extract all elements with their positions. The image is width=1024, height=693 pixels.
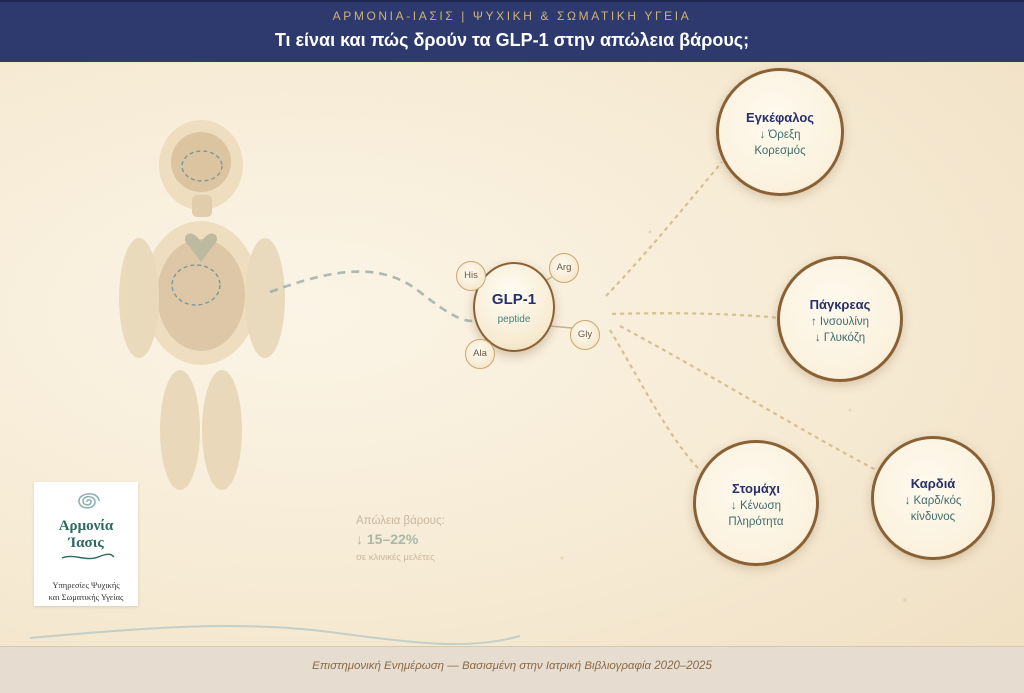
organ-effect-1: ↓ Κένωση bbox=[731, 500, 781, 512]
glp1-subtitle: peptide bbox=[497, 314, 531, 325]
header-bar bbox=[0, 0, 1024, 62]
organ-effect-2: ↓ Γλυκόζη bbox=[814, 332, 866, 344]
amino-acid-his: His bbox=[456, 261, 486, 291]
organ-effect-2: κίνδυνος bbox=[910, 511, 956, 523]
logo-subtitle-line2: και Σωματικής Υγείας bbox=[48, 592, 124, 602]
footer-bar bbox=[0, 646, 1024, 693]
amino-acid-arg: Arg bbox=[549, 253, 579, 283]
body-to-glp1-connector bbox=[269, 270, 479, 323]
bottom-decorative-wave bbox=[29, 625, 521, 646]
brand-logo: Αρμονία Ίασις Υπηρεσίες Ψυχικής και Σωμα… bbox=[34, 482, 138, 606]
logo-wave-icon bbox=[61, 553, 115, 560]
organ-effect-1: ↓ Όρεξη bbox=[759, 129, 801, 141]
organ-node-brain: Εγκέφαλος ↓ Όρεξη Κορεσμός bbox=[716, 68, 844, 196]
organ-node-pancreas: Πάγκρεας ↑ Ινσουλίνη ↓ Γλυκόζη bbox=[777, 256, 903, 382]
logo-name-line1: Αρμονία bbox=[58, 518, 114, 534]
organ-effect-2: Πληρότητα bbox=[728, 516, 784, 528]
page-title: Τι είναι και πώς δρούν τα GLP-1 στην απώ… bbox=[274, 30, 750, 50]
organ-name: Καρδιά bbox=[910, 476, 956, 491]
glp1-name: GLP-1 bbox=[491, 291, 537, 308]
amino-acid-ala: Ala bbox=[465, 339, 495, 369]
logo-subtitle: Υπηρεσίες Ψυχικής και Σωματικής Υγείας bbox=[34, 579, 138, 603]
brand-line: ΑΡΜΟΝΙΑ-ΙΑΣΙΣ | ΨΥΧΙΚΗ & ΣΩΜΑΤΙΚΗ ΥΓΕΙΑ bbox=[332, 9, 692, 23]
glp1-node: GLP-1 peptide bbox=[473, 262, 555, 352]
organ-node-heart: Καρδιά ↓ Καρδ/κός κίνδυνος bbox=[871, 436, 995, 560]
logo-name-line2: Ίασις bbox=[68, 535, 104, 551]
spiral-icon bbox=[78, 493, 100, 509]
amino-acid-gly: Gly bbox=[570, 320, 600, 350]
logo-name: Αρμονία Ίασις bbox=[34, 518, 138, 552]
weight-loss-stat: Απώλεια βάρους: ↓ 15–22% σε κλινικές μελ… bbox=[356, 515, 445, 563]
human-body-silhouette bbox=[119, 120, 285, 490]
stat-label: Απώλεια βάρους: bbox=[356, 515, 445, 527]
organ-name: Εγκέφαλος bbox=[745, 110, 815, 125]
stat-value: ↓ 15–22% bbox=[356, 531, 419, 547]
organ-effect-1: ↑ Ινσουλίνη bbox=[810, 316, 870, 328]
organ-connectors bbox=[605, 161, 877, 471]
footer-text: Επιστημονική Ενημέρωση — Βασισμένη στην … bbox=[312, 660, 712, 672]
organ-node-stomach: Στομάχι ↓ Κένωση Πληρότητα bbox=[693, 440, 819, 566]
organ-name: Στομάχι bbox=[731, 481, 780, 496]
logo-subtitle-line1: Υπηρεσίες Ψυχικής bbox=[52, 580, 120, 590]
organ-effect-2: Κορεσμός bbox=[754, 145, 806, 157]
organ-name: Πάγκρεας bbox=[809, 297, 871, 312]
organ-effect-1: ↓ Καρδ/κός bbox=[904, 495, 962, 507]
stat-note: σε κλινικές μελέτες bbox=[356, 552, 435, 563]
